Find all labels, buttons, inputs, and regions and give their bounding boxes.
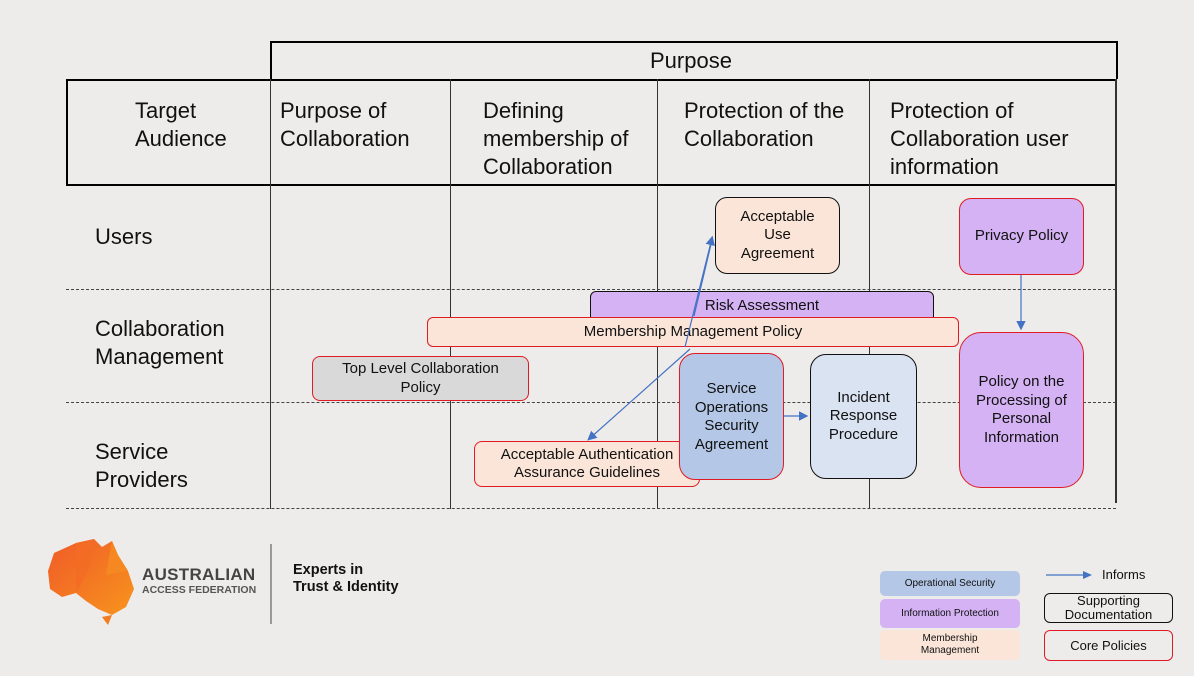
row-label-collaboration-management: Collaboration Management	[95, 316, 225, 369]
legend-membership-management: Membership Management	[880, 630, 1020, 660]
target-audience-header: Target Audience	[135, 98, 227, 151]
column-header-purpose: Purpose of Collaboration	[280, 98, 410, 151]
top-level-collaboration-policy-node[interactable]: Top Level Collaboration Policy	[312, 356, 529, 401]
policy-processing-personal-info-node[interactable]: Policy on the Processing of Personal Inf…	[959, 332, 1084, 488]
tagline-line1: Experts in	[293, 562, 364, 578]
legend-operational-security: Operational Security	[880, 571, 1020, 596]
node-label: Privacy Policy	[974, 227, 1069, 245]
row-label-users: Users	[95, 224, 153, 249]
node-label: Risk Assessment	[704, 297, 820, 314]
aaf-name-line1: AUSTRALIAN	[142, 565, 256, 584]
aaf-name-line2: ACCESS FEDERATION	[142, 584, 257, 596]
legend-informs-arrow-icon	[1046, 571, 1092, 579]
node-label: Acceptable Use Agreement	[740, 207, 815, 262]
row-divider	[66, 508, 1116, 509]
column-header-protection-user-info: Protection of Collaboration user informa…	[890, 98, 1069, 179]
row-label-service-providers: Service Providers	[95, 439, 188, 492]
australia-map-icon	[48, 539, 134, 625]
legend-core-policies: Core Policies	[1044, 630, 1173, 661]
column-header-membership: Defining membership of Collaboration	[483, 98, 629, 179]
acceptable-use-agreement-node[interactable]: Acceptable Use Agreement	[715, 197, 840, 274]
purpose-header: Purpose	[650, 48, 732, 73]
logo-divider	[270, 544, 272, 624]
tagline-line2: Trust & Identity	[293, 579, 399, 595]
service-operations-security-agreement-node[interactable]: Service Operations Security Agreement	[679, 353, 784, 480]
incident-response-procedure-node[interactable]: Incident Response Procedure	[810, 354, 917, 479]
node-label: Top Level Collaboration Policy	[342, 360, 499, 396]
node-label: Membership Management Policy	[583, 322, 803, 340]
column-header-protection-collab: Protection of the Collaboration	[684, 98, 845, 151]
privacy-policy-node[interactable]: Privacy Policy	[959, 198, 1084, 275]
legend-supporting-documentation: Supporting Documentation	[1044, 593, 1173, 623]
node-label: Incident Response Procedure	[828, 388, 899, 443]
acceptable-authentication-assurance-node[interactable]: Acceptable Authentication Assurance Guid…	[474, 441, 700, 487]
arrow-membership-to-auth-assurance	[587, 348, 691, 441]
node-label: Service Operations Security Agreement	[694, 380, 769, 453]
row-divider	[66, 289, 1116, 290]
membership-management-policy-node[interactable]: Membership Management Policy	[427, 317, 959, 347]
legend-information-protection: Information Protection	[880, 599, 1020, 628]
legend-informs-label: Informs	[1102, 567, 1146, 582]
node-label: Acceptable Authentication Assurance Guid…	[500, 445, 674, 482]
node-label: Policy on the Processing of Personal Inf…	[976, 373, 1067, 446]
